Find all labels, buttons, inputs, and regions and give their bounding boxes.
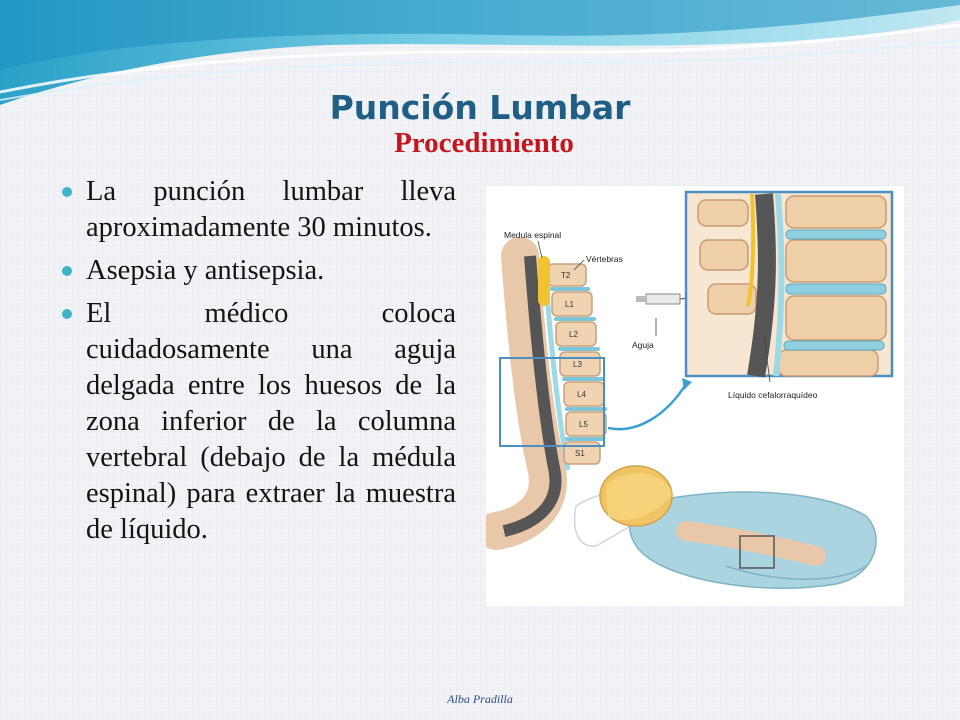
vertebra-label: L2 xyxy=(569,330,578,339)
lumbar-puncture-illustration: T2 L1 L2 L3 L4 L5 S1 Medula espinal Vért… xyxy=(486,186,904,606)
vertebra-label: L3 xyxy=(573,360,582,369)
slide-subtitle: Procedimiento xyxy=(394,127,574,159)
bullet-text: La punción lumbar lleva aproximadamente … xyxy=(86,176,456,243)
bullet-dot-icon xyxy=(62,266,72,276)
vertebra-label: L1 xyxy=(565,300,574,309)
bullet-list: La punción lumbar lleva aproximadamente … xyxy=(62,174,456,555)
vertebrae-label: Vértebras xyxy=(586,254,623,264)
bullet-dot-icon xyxy=(62,187,72,197)
bullet-text: Asepsia y antisepsia. xyxy=(86,255,325,286)
bullet-item: La punción lumbar lleva aproximadamente … xyxy=(62,174,456,246)
needle-label: Aguja xyxy=(632,340,654,350)
spinal-cord-label: Medula espinal xyxy=(504,230,561,240)
vertebra-label: L5 xyxy=(579,420,588,429)
spine-diagram: T2 L1 L2 L3 L4 L5 S1 xyxy=(486,237,607,550)
zoom-arrow-icon xyxy=(607,383,688,431)
patient-illustration xyxy=(573,465,877,589)
bullet-text: El médico coloca cuidadosamente una aguj… xyxy=(86,298,456,545)
footer-author: Alba Pradilla xyxy=(447,692,513,706)
bullet-item: Asepsia y antisepsia. xyxy=(62,253,456,289)
bullet-item: El médico coloca cuidadosamente una aguj… xyxy=(62,296,456,548)
header-wave-decoration xyxy=(0,0,960,105)
slide-title: Punción Lumbar xyxy=(329,88,631,127)
vertebra-label: L4 xyxy=(577,390,586,399)
csf-label: Líquido cefalorraquídeo xyxy=(728,390,818,400)
vertebra-label: S1 xyxy=(575,449,585,458)
spine-zoom-detail xyxy=(684,190,894,378)
bullet-dot-icon xyxy=(62,309,72,319)
vertebra-label: T2 xyxy=(561,271,571,280)
